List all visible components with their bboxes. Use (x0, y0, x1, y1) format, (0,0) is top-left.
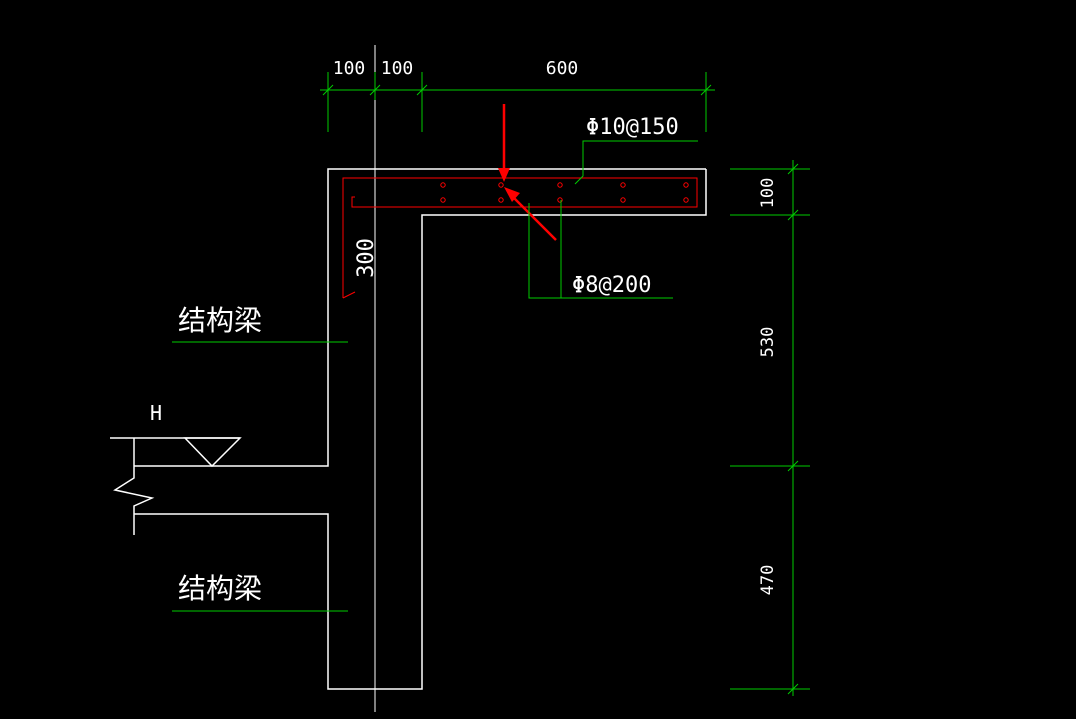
diagonal-arrow (511, 195, 557, 241)
dim-right-1: 100 (758, 178, 778, 209)
dim-right-3: 470 (758, 565, 778, 596)
bottom-bar-leader (528, 203, 673, 299)
rebar-label-bottom: Φ8@200 (572, 273, 651, 298)
highlight-arrows (498, 104, 557, 241)
rebar-dots (440, 182, 689, 203)
rebar-label-top: Φ10@150 (586, 115, 679, 140)
rebar-cage (342, 177, 698, 299)
dim-top-2: 100 (381, 58, 414, 79)
dim-right-2: 530 (758, 327, 778, 358)
dim-top-3: 600 (546, 58, 579, 79)
level-triangle (183, 437, 242, 468)
beam-label-lower: 结构梁 (178, 572, 262, 605)
structure-outline (110, 168, 707, 690)
beam-label-upper: 结构梁 (178, 304, 262, 337)
top-bar-leader (574, 140, 698, 185)
dim-top-1: 100 (333, 58, 366, 79)
dim-wall-thickness: 300 (354, 238, 379, 278)
level-mark-h: H (150, 401, 162, 425)
dimension-lines (172, 72, 810, 696)
